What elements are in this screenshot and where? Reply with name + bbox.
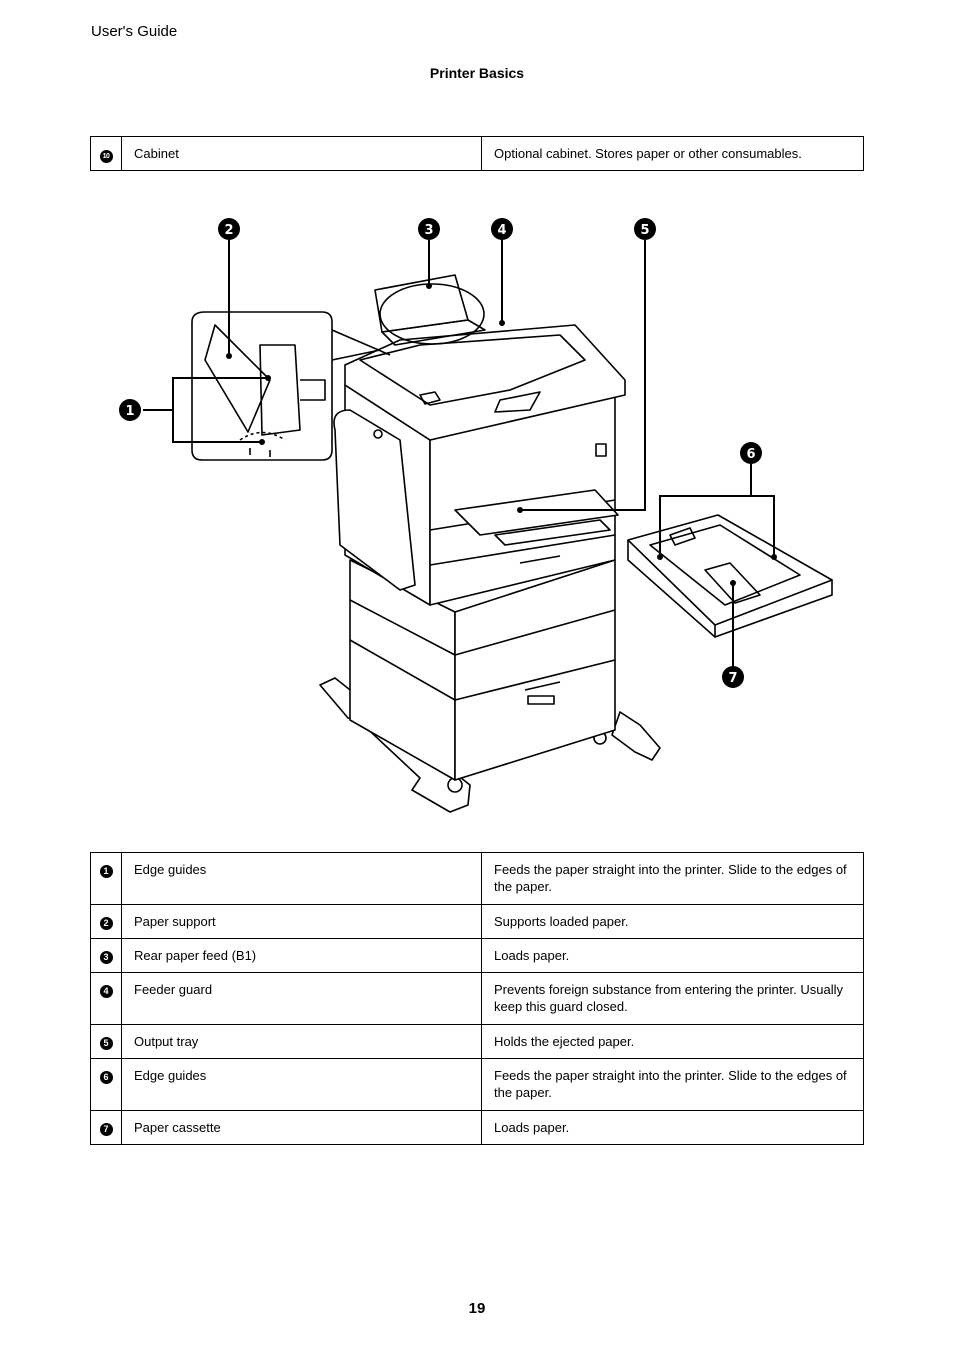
table-row: 10 Cabinet Optional cabinet. Stores pape…: [90, 136, 864, 171]
part-description: Prevents foreign substance from entering…: [481, 972, 864, 1025]
callout-badge: 7: [99, 1123, 113, 1136]
callout-badge: 3: [99, 951, 113, 964]
svg-text:7: 7: [728, 671, 737, 686]
table-row: 1 Edge guides Feeds the paper straight i…: [90, 852, 864, 905]
svg-text:5: 5: [640, 223, 649, 238]
table-row: 3 Rear paper feed (B1) Loads paper.: [90, 938, 864, 973]
table-row: 7 Paper cassette Loads paper.: [90, 1110, 864, 1145]
printer-illustration: 1 2 3 4 5 6 7: [119, 218, 833, 813]
callout-badge: 10: [99, 150, 113, 163]
callout-3: 3: [418, 218, 440, 240]
callout-1: 1: [119, 399, 141, 421]
part-description: Loads paper.: [481, 938, 864, 973]
part-name: Edge guides: [121, 1058, 482, 1111]
part-name: Edge guides: [121, 852, 482, 905]
part-name: Cabinet: [121, 136, 482, 171]
svg-text:6: 6: [746, 447, 755, 462]
table-row: 6 Edge guides Feeds the paper straight i…: [90, 1058, 864, 1111]
part-name: Paper cassette: [121, 1110, 482, 1145]
table-row: 2 Paper support Supports loaded paper.: [90, 904, 864, 939]
callout-badge: 2: [99, 917, 113, 930]
part-name: Rear paper feed (B1): [121, 938, 482, 973]
callout-4: 4: [491, 218, 513, 240]
svg-text:4: 4: [497, 223, 506, 238]
callout-badge: 5: [99, 1037, 113, 1050]
part-name: Paper support: [121, 904, 482, 939]
parts-table: 1 Edge guides Feeds the paper straight i…: [90, 852, 864, 1145]
callout-badge: 6: [99, 1071, 113, 1084]
document-title: User's Guide: [91, 23, 178, 40]
part-description: Feeds the paper straight into the printe…: [481, 852, 864, 905]
callout-5: 5: [634, 218, 656, 240]
part-description: Supports loaded paper.: [481, 904, 864, 939]
part-description: Holds the ejected paper.: [481, 1024, 864, 1059]
part-name: Output tray: [121, 1024, 482, 1059]
page-number: 19: [468, 1300, 486, 1317]
part-description: Loads paper.: [481, 1110, 864, 1145]
part-description: Optional cabinet. Stores paper or other …: [481, 136, 864, 171]
table-row: 5 Output tray Holds the ejected paper.: [90, 1024, 864, 1059]
part-description: Feeds the paper straight into the printe…: [481, 1058, 864, 1111]
callout-badge: 4: [99, 985, 113, 998]
svg-text:1: 1: [125, 404, 134, 419]
callout-7: 7: [722, 666, 744, 688]
callout-badge: 1: [99, 865, 113, 878]
callout-6: 6: [740, 442, 762, 464]
section-title: Printer Basics: [429, 65, 525, 81]
part-name: Feeder guard: [121, 972, 482, 1025]
table-row: 4 Feeder guard Prevents foreign substanc…: [90, 972, 864, 1025]
svg-text:3: 3: [424, 223, 433, 238]
cabinet-table: 10 Cabinet Optional cabinet. Stores pape…: [90, 136, 864, 171]
callout-2: 2: [218, 218, 240, 240]
svg-text:2: 2: [224, 223, 233, 238]
